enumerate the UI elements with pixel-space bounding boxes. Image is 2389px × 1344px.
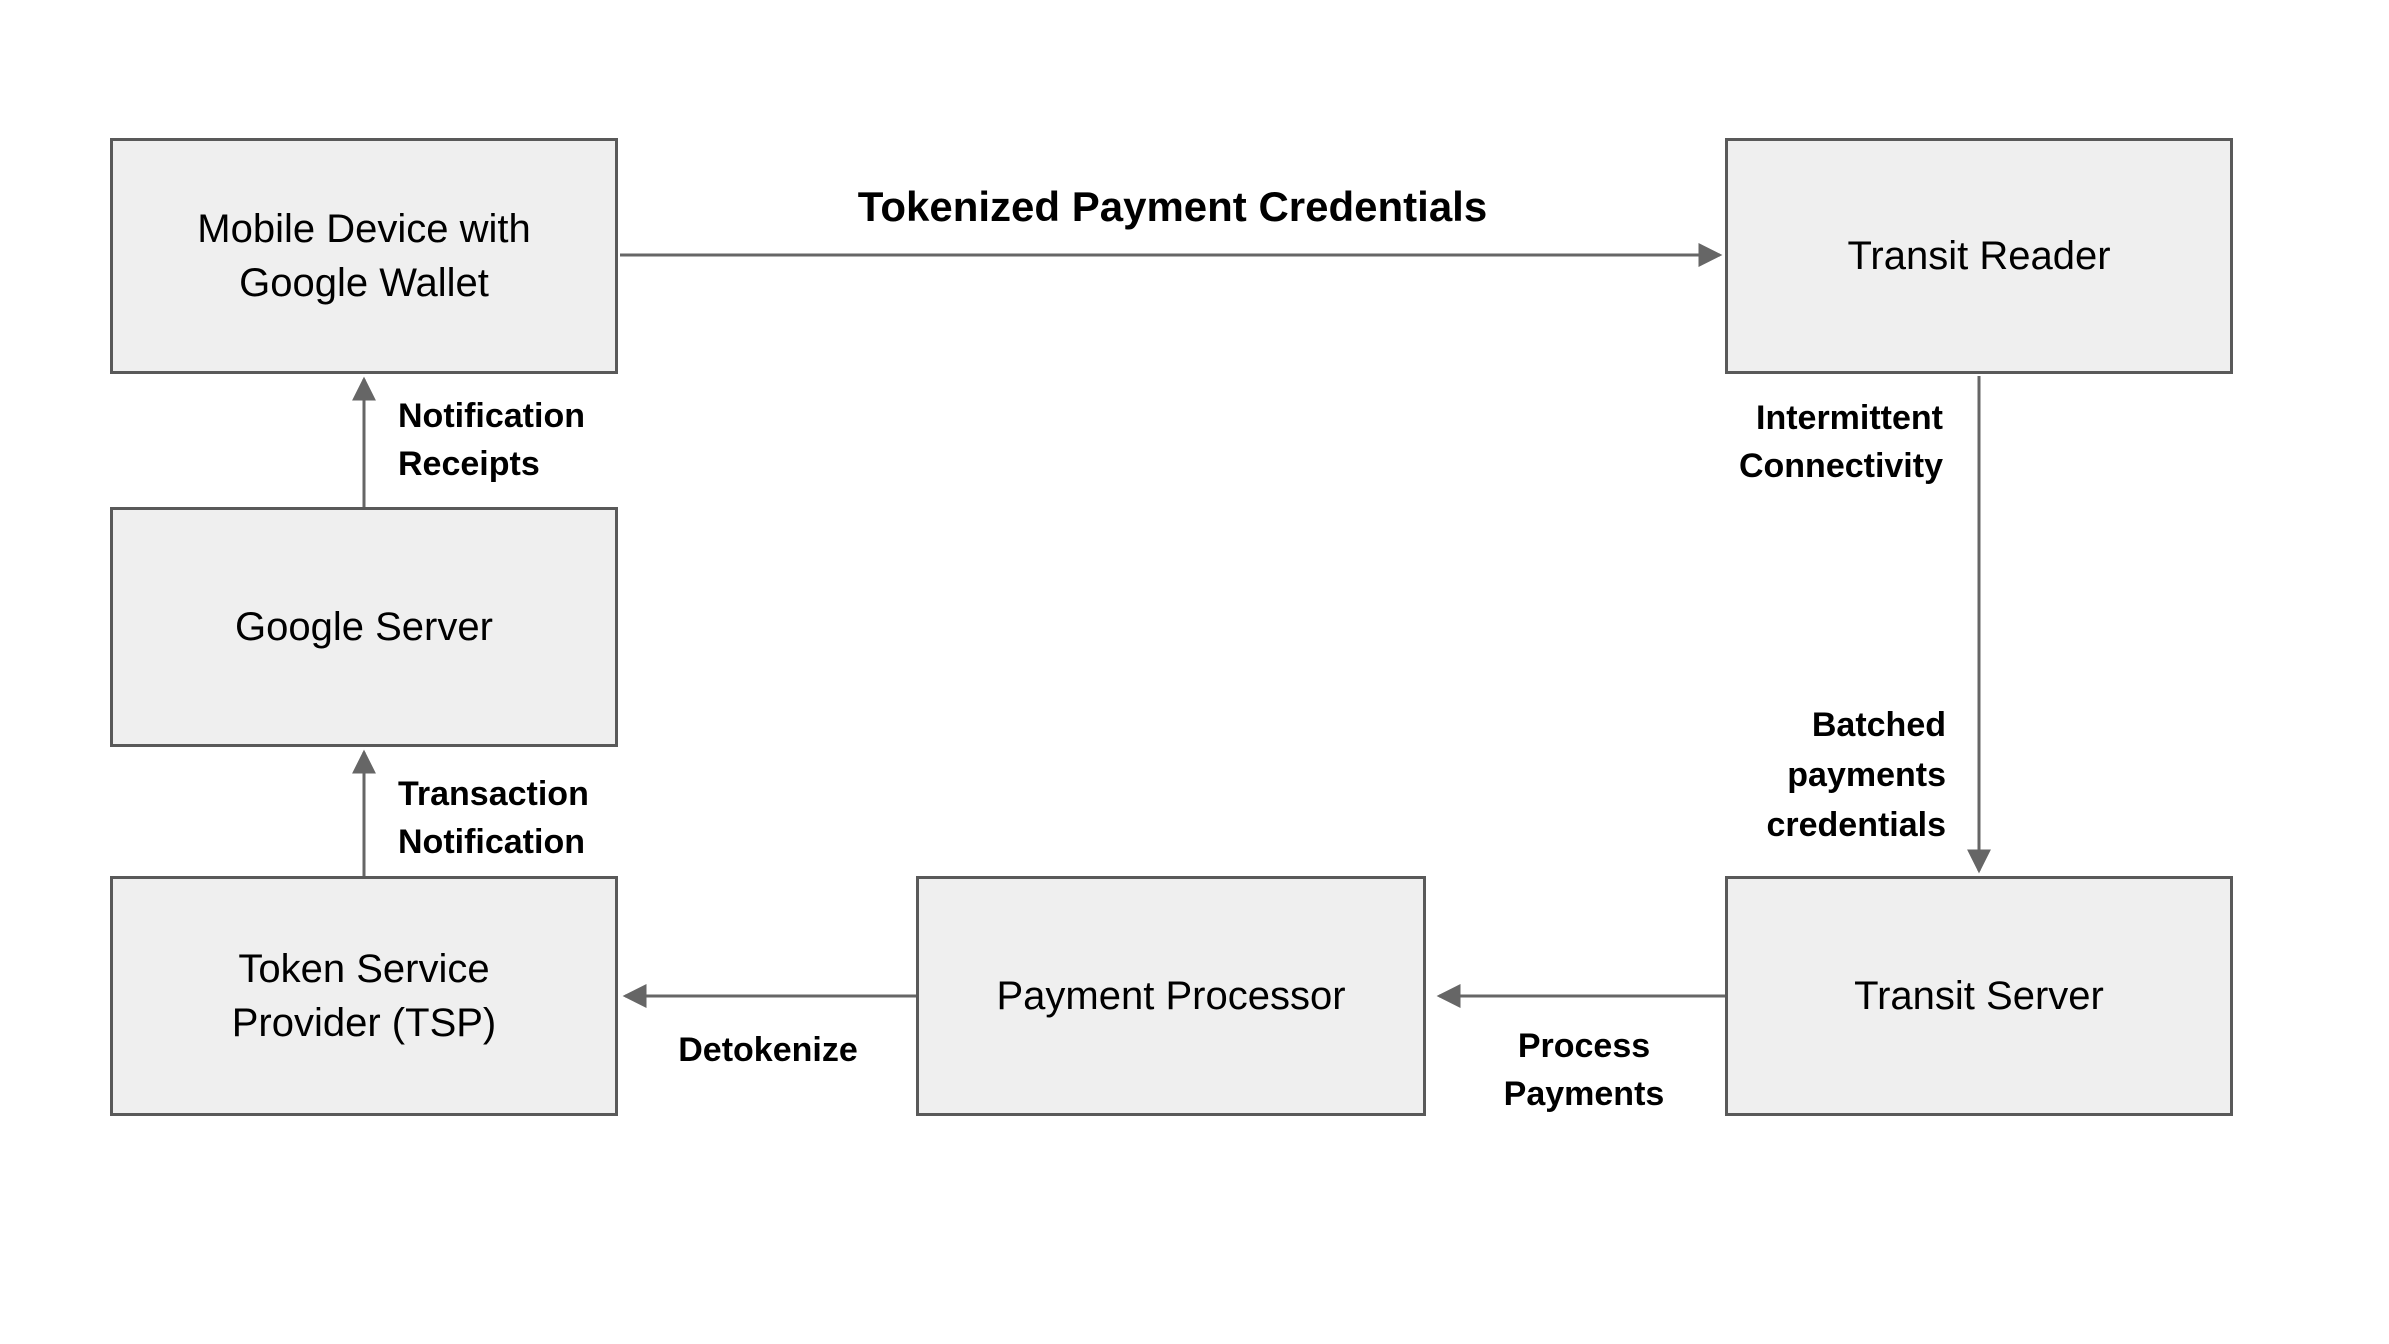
- edge-label-process-payments: Process Payments: [1503, 1027, 1665, 1113]
- node-mobile-device: Mobile Device with Google Wallet: [110, 138, 618, 374]
- node-payment-processor: Payment Processor: [916, 876, 1426, 1116]
- node-transit-server: Transit Server: [1725, 876, 2233, 1116]
- edge-label-detokenize: Detokenize: [678, 1031, 858, 1069]
- node-google-server-label: Google Server: [235, 605, 493, 649]
- node-mobile-device-label: Mobile Device with Google Wallet: [197, 207, 531, 305]
- node-transit-server-label: Transit Server: [1854, 974, 2104, 1018]
- node-token-service-provider-label: Token Service Provider (TSP): [231, 947, 497, 1045]
- node-transit-reader: Transit Reader: [1725, 138, 2233, 374]
- edge-label-transaction-notification: Transaction Notification: [398, 775, 589, 861]
- node-token-service-provider: Token Service Provider (TSP): [110, 876, 618, 1116]
- node-transit-reader-label: Transit Reader: [1847, 234, 2111, 278]
- node-google-server: Google Server: [110, 507, 618, 747]
- edge-label-batched-payments-credentials: Batched payments credentials: [1766, 706, 1946, 844]
- edge-label-notification-receipts: Notification Receipts: [398, 397, 585, 483]
- edge-label-intermittent-connectivity: Intermittent Connectivity: [1738, 399, 1943, 485]
- edge-label-tokenized-payment-credentials: Tokenized Payment Credentials: [857, 183, 1488, 230]
- node-payment-processor-label: Payment Processor: [996, 974, 1346, 1018]
